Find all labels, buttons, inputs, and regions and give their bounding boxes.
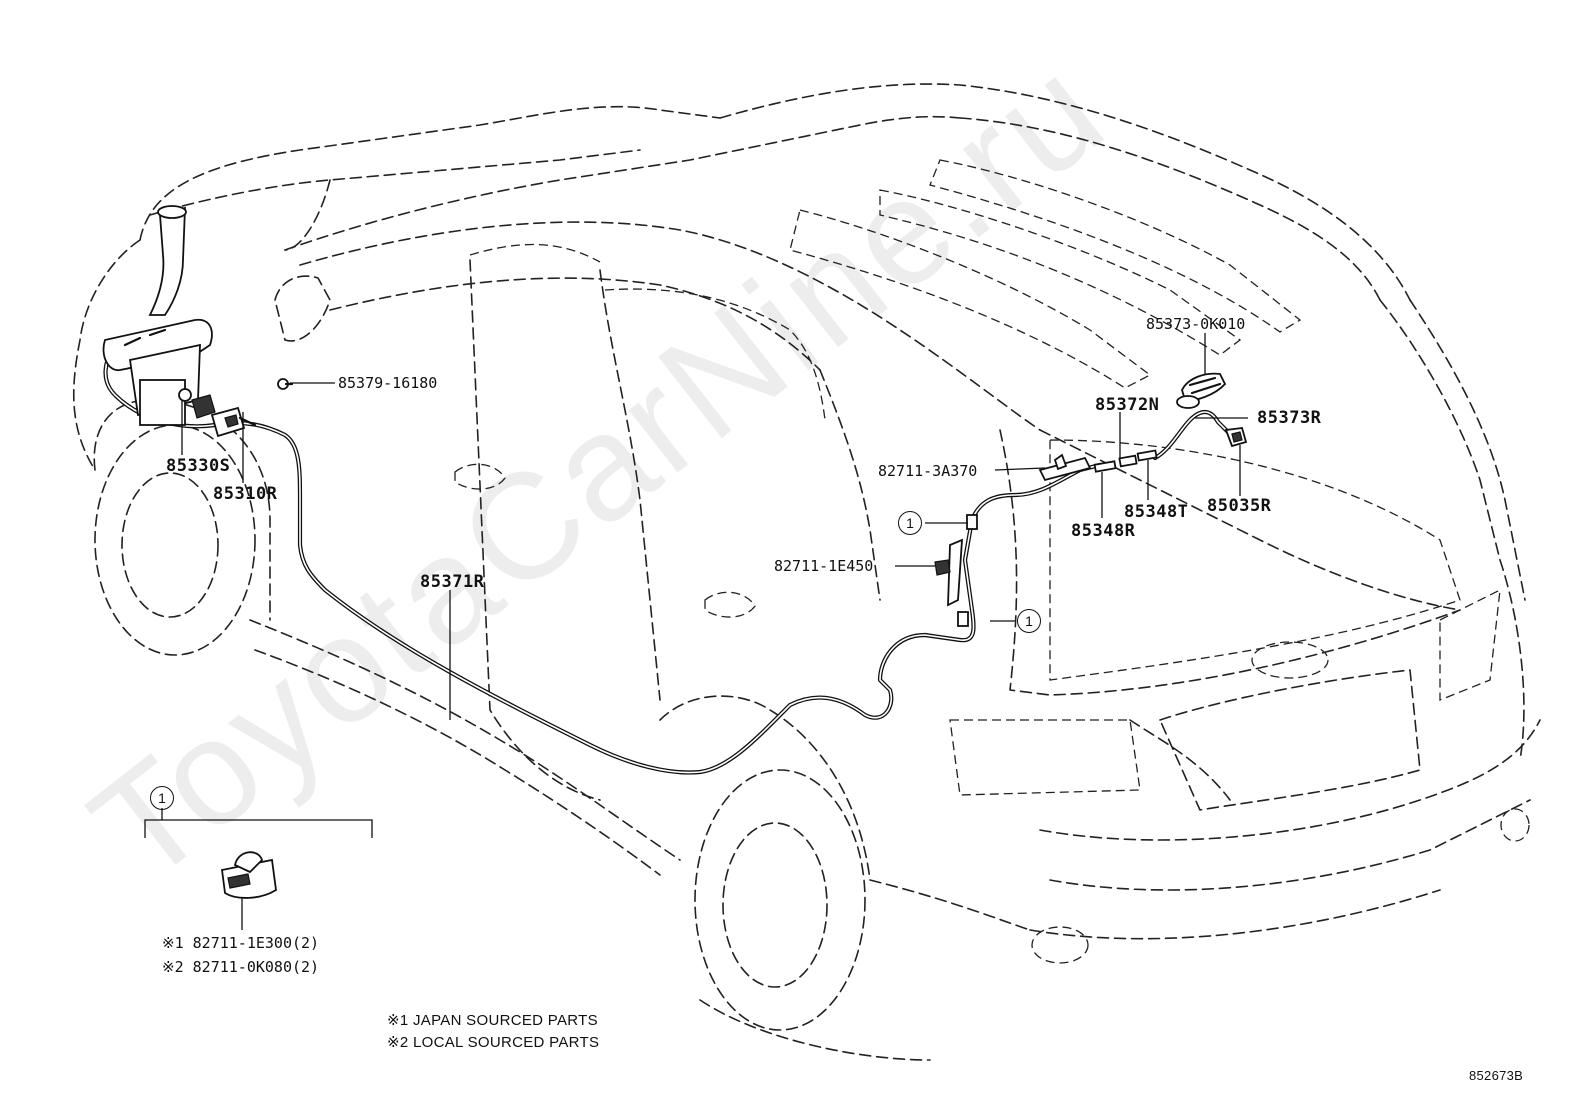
label-washer-tank: 85330S bbox=[166, 456, 231, 476]
connector-icon bbox=[1093, 449, 1158, 473]
inset-part-line2: ※2 82711-0K080(2) bbox=[162, 958, 320, 976]
label-bolt: 85379-16180 bbox=[338, 374, 438, 392]
label-hose-85373r: 85373R bbox=[1257, 408, 1322, 428]
clip-marker-icon bbox=[957, 514, 978, 627]
washer-tank-icon bbox=[102, 205, 213, 426]
bolt-icon bbox=[277, 378, 294, 390]
washer-hose-route bbox=[103, 342, 1231, 775]
label-nozzle: 85035R bbox=[1207, 496, 1272, 516]
label-hose-main: 85371R bbox=[420, 572, 485, 592]
nozzle-icon bbox=[1224, 427, 1248, 448]
label-clamp-1e450: 82711-1E450 bbox=[774, 557, 874, 575]
label-connector-85348r: 85348R bbox=[1071, 521, 1136, 541]
grommet-icon bbox=[1176, 372, 1227, 409]
note-local-sourced: ※2 LOCAL SOURCED PARTS bbox=[387, 1034, 600, 1051]
inset-clamp-icon bbox=[220, 851, 277, 899]
label-clamp-3a370: 82711-3A370 bbox=[878, 462, 978, 480]
label-connector-85348t: 85348T bbox=[1124, 502, 1189, 522]
inset-ref-mark: 1 bbox=[150, 786, 174, 810]
label-pump-motor: 85310R bbox=[213, 484, 278, 504]
note-japan-sourced: ※1 JAPAN SOURCED PARTS bbox=[387, 1012, 598, 1029]
diagram-id: 852673B bbox=[1469, 1068, 1524, 1083]
leader-lines bbox=[144, 333, 1248, 930]
ref-mark-upper: 1 bbox=[898, 511, 922, 535]
clamp-icon bbox=[1038, 453, 1092, 482]
inset-part-line1: ※1 82711-1E300(2) bbox=[162, 934, 320, 952]
clamp-1e450-icon bbox=[934, 538, 963, 607]
ref-mark-lower: 1 bbox=[1017, 609, 1041, 633]
label-grommet: 85373-0K010 bbox=[1146, 315, 1246, 333]
pump-motor-icon bbox=[191, 394, 257, 438]
vehicle-outline bbox=[72, 83, 1541, 1061]
label-joint: 85372N bbox=[1095, 395, 1160, 415]
